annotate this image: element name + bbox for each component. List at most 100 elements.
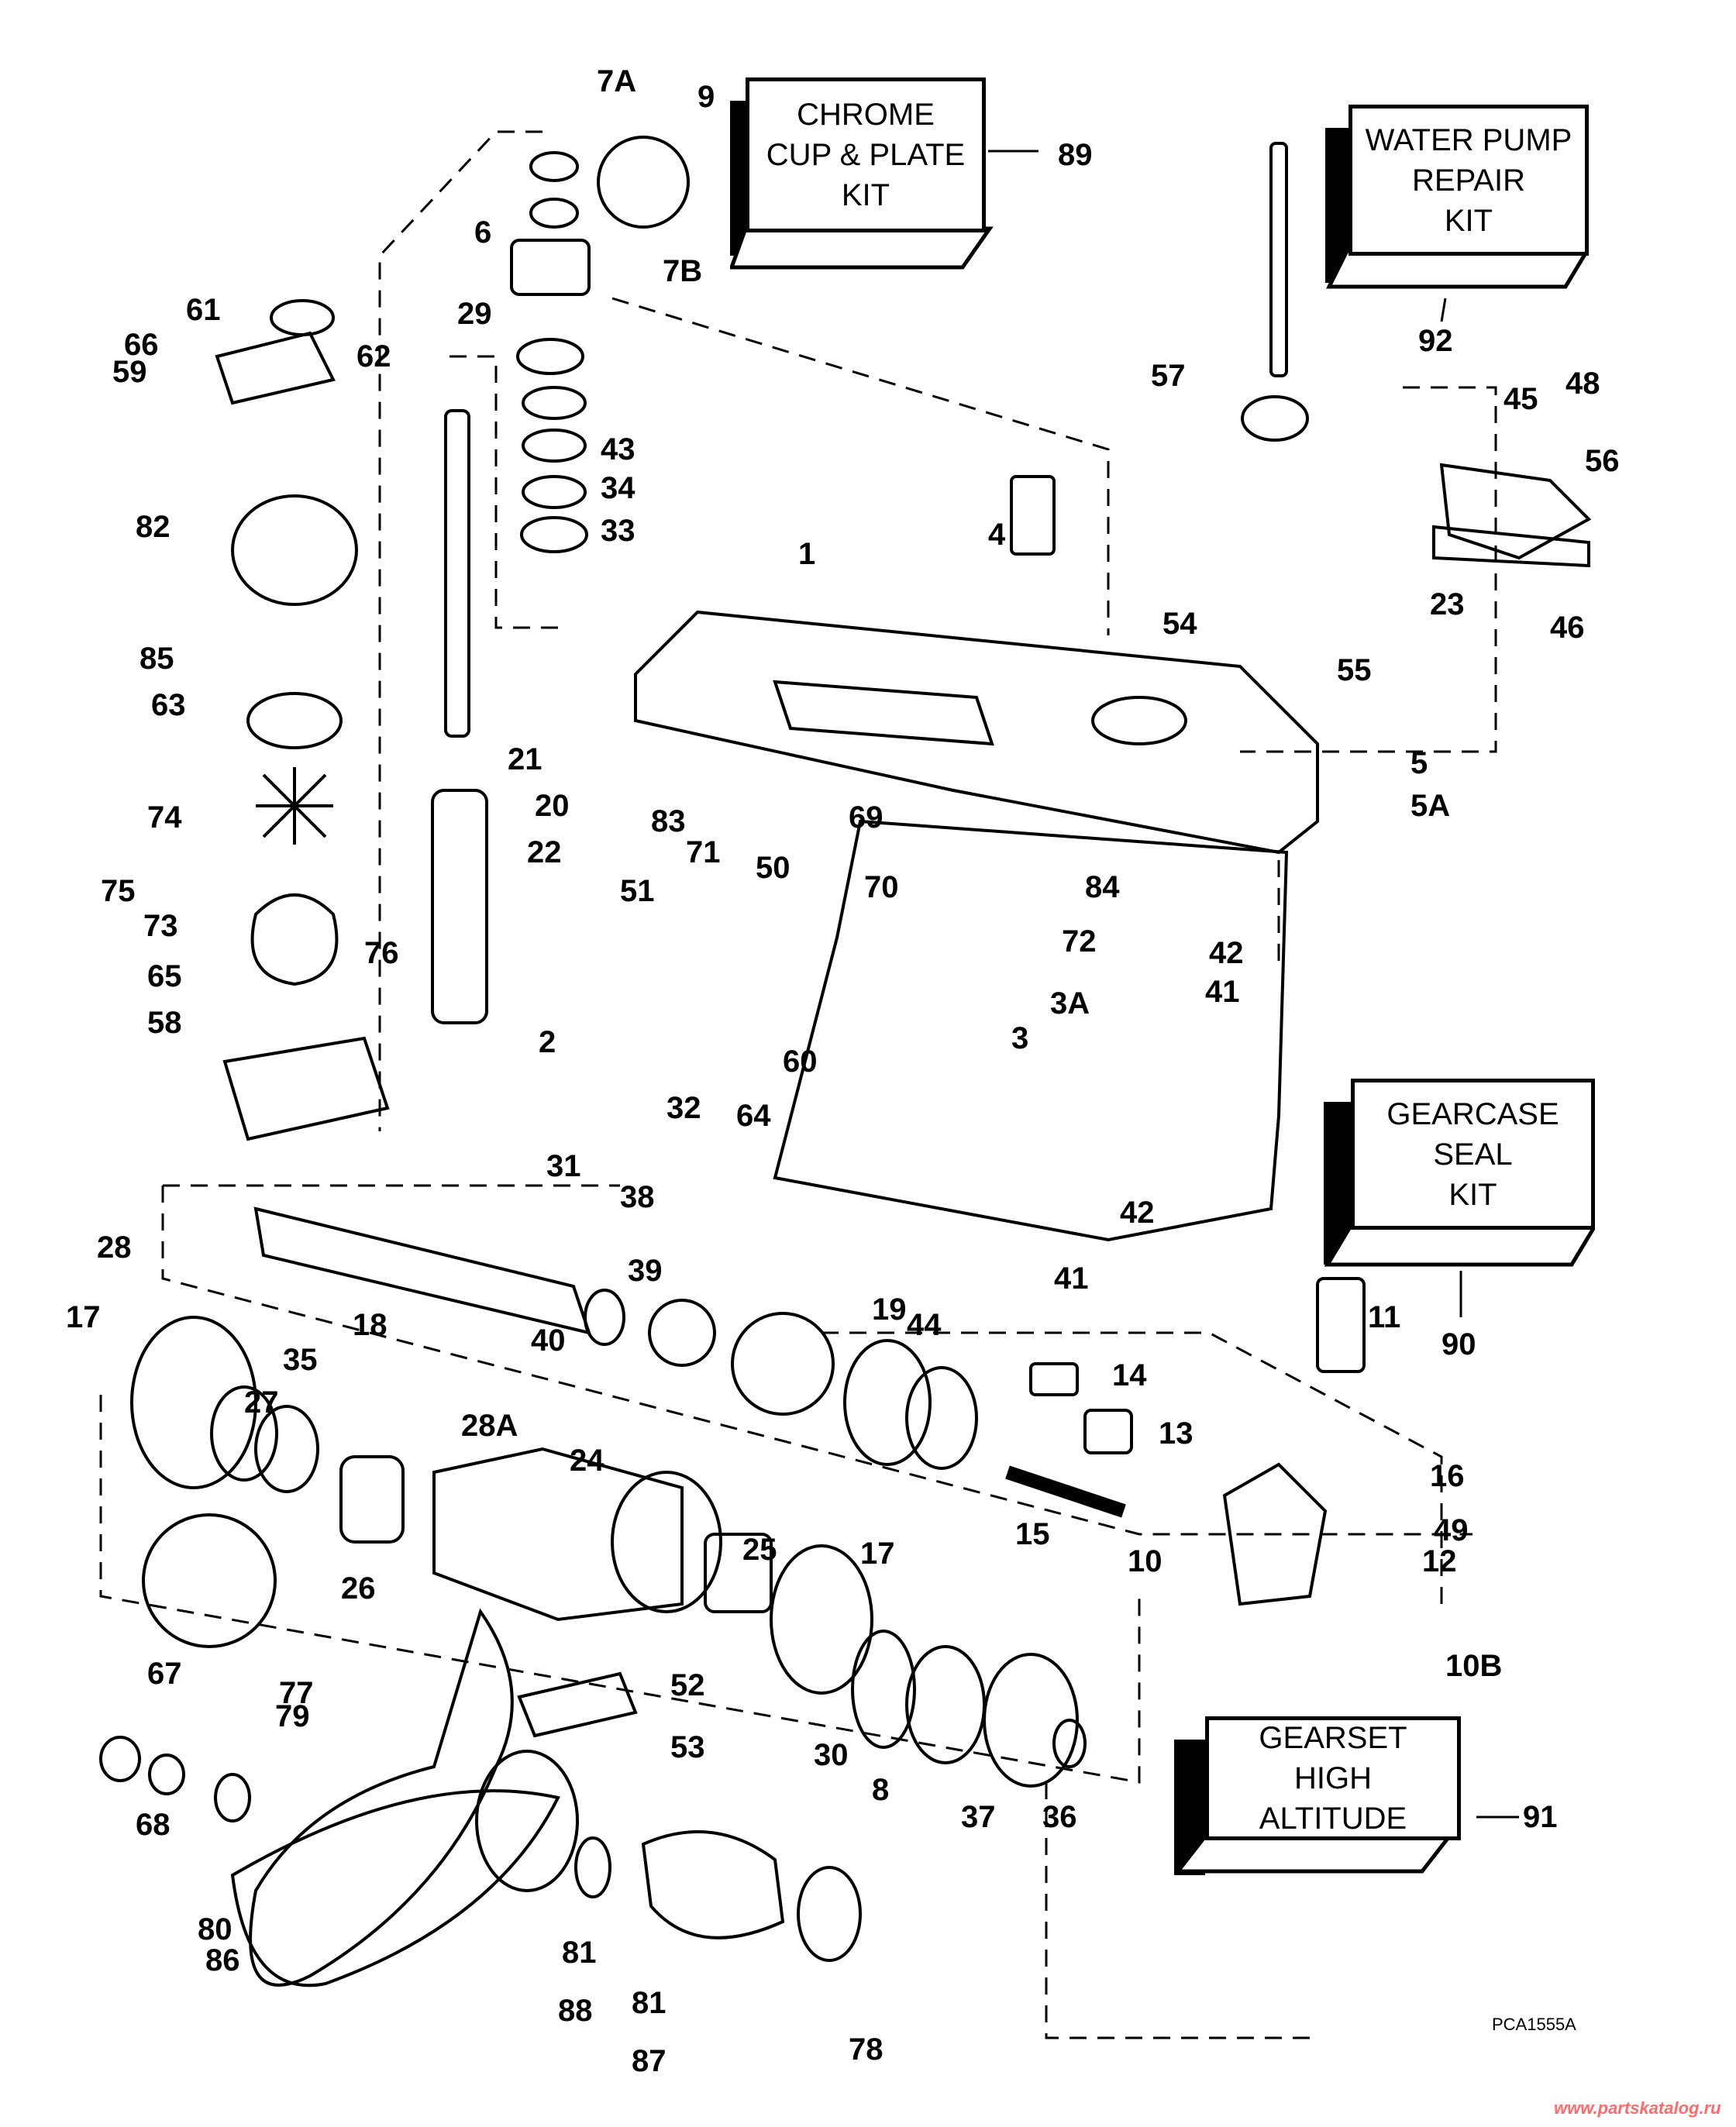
kit-box-water-pump-repair: WATER PUMP REPAIR KIT xyxy=(1325,105,1589,291)
callout: 65 xyxy=(147,959,182,993)
kit-line: WATER PUMP xyxy=(1365,122,1572,157)
callout: 13 xyxy=(1159,1416,1194,1451)
callout: 85 xyxy=(140,642,174,676)
callout-91: 91 xyxy=(1523,1800,1558,1834)
callout: 15 xyxy=(1015,1517,1050,1551)
callout: 38 xyxy=(620,1180,655,1214)
callout: 26 xyxy=(341,1571,376,1606)
callout: 86 xyxy=(205,1943,240,1977)
driveshaft xyxy=(431,409,488,1024)
callout: 24 xyxy=(570,1444,604,1478)
callout-89: 89 xyxy=(1058,138,1093,172)
callout: 50 xyxy=(756,851,790,885)
kit-line: GEARSET xyxy=(1259,1721,1407,1755)
callout: 58 xyxy=(147,1006,182,1040)
callout: 35 xyxy=(283,1343,318,1377)
callout: 30 xyxy=(814,1738,849,1772)
callout: 3 xyxy=(1011,1021,1029,1055)
callout: 75 xyxy=(101,874,136,908)
callout: 84 xyxy=(1085,870,1120,904)
callout: 61 xyxy=(186,293,221,327)
callout: 67 xyxy=(147,1657,182,1691)
callout: 59 xyxy=(112,355,147,389)
callout: 2 xyxy=(539,1025,556,1059)
callout: 4 xyxy=(988,518,1006,552)
callout: 5A xyxy=(1410,789,1451,823)
water-pump-housing xyxy=(1010,142,1592,568)
callout: 41 xyxy=(1205,975,1240,1009)
callout: 82 xyxy=(136,510,170,544)
callout: 25 xyxy=(742,1533,777,1567)
callout: 81 xyxy=(562,1936,597,1970)
callout: 8 xyxy=(872,1773,890,1807)
callout: 76 xyxy=(364,936,399,970)
callout: 10 xyxy=(1128,1544,1162,1578)
callout: 3A xyxy=(1050,986,1090,1020)
callout: 52 xyxy=(670,1668,705,1702)
callout: 49 xyxy=(1434,1513,1469,1547)
callout: 77 xyxy=(279,1676,314,1710)
callout-92: 92 xyxy=(1418,324,1453,358)
callout: 36 xyxy=(1042,1800,1077,1834)
kit-line: GEARCASE xyxy=(1386,1096,1559,1131)
callout: 7A xyxy=(597,64,637,98)
kit-line: SEAL xyxy=(1433,1137,1513,1172)
water-pump-parts xyxy=(215,299,390,1141)
callout: 39 xyxy=(628,1254,663,1288)
callout: 22 xyxy=(527,835,562,869)
callout: 34 xyxy=(601,471,636,505)
callout: 88 xyxy=(558,1994,593,2028)
kit-line: REPAIR xyxy=(1412,163,1525,198)
callout: 73 xyxy=(143,909,178,943)
callout: 29 xyxy=(457,297,492,331)
callout: 31 xyxy=(546,1149,581,1183)
callout: 81 xyxy=(632,1986,666,2020)
callout: 63 xyxy=(151,688,186,722)
callout: 21 xyxy=(508,742,542,776)
callout: 78 xyxy=(849,2032,884,2067)
kit-line: KIT xyxy=(1448,1177,1497,1212)
callout: 37 xyxy=(961,1800,996,1834)
kit-line: KIT xyxy=(841,178,890,212)
callout: 17 xyxy=(860,1537,895,1571)
callout: 87 xyxy=(632,2044,666,2078)
callout: 40 xyxy=(531,1323,566,1358)
kit-box-chrome-cup-plate: CHROME CUP & PLATE KIT xyxy=(730,77,994,271)
assembly-guides xyxy=(99,130,1497,2039)
callout: 32 xyxy=(666,1091,701,1125)
callout: 48 xyxy=(1566,367,1600,401)
gearcase-housing xyxy=(634,610,1319,1242)
callout: 46 xyxy=(1550,611,1585,645)
callout: 60 xyxy=(783,1045,818,1079)
callout: 64 xyxy=(736,1099,771,1133)
callout: 6 xyxy=(474,215,492,250)
kit-line: KIT xyxy=(1444,203,1493,238)
callout: 66 xyxy=(124,328,159,362)
callout: 33 xyxy=(601,514,636,548)
callout: 7B xyxy=(663,254,703,288)
kit-box-gearcase-seal: GEARCASE SEAL KIT xyxy=(1324,1079,1595,1268)
callout: 55 xyxy=(1337,653,1372,687)
callout: 83 xyxy=(651,804,686,838)
callout: 57 xyxy=(1151,359,1186,393)
kit-line: ALTITUDE xyxy=(1259,1802,1407,1836)
shift-parts xyxy=(1005,1277,1366,1606)
callout: 53 xyxy=(670,1730,705,1764)
callout: 41 xyxy=(1054,1261,1089,1296)
callout: 54 xyxy=(1162,607,1197,641)
callout: 11 xyxy=(1368,1300,1401,1334)
callout: 28A xyxy=(461,1409,518,1443)
callout: 72 xyxy=(1062,924,1097,959)
callout: 10B xyxy=(1445,1649,1503,1683)
callout: 45 xyxy=(1504,382,1538,416)
callout: 18 xyxy=(353,1308,388,1342)
callout: 19 xyxy=(872,1292,907,1327)
callout: 1 xyxy=(798,537,816,571)
callout: 68 xyxy=(136,1808,170,1842)
callout: 62 xyxy=(356,339,391,373)
callout: 17 xyxy=(66,1300,101,1334)
callout: 43 xyxy=(601,432,636,466)
seals-and-bearings xyxy=(510,136,690,553)
callout: 42 xyxy=(1120,1196,1155,1230)
